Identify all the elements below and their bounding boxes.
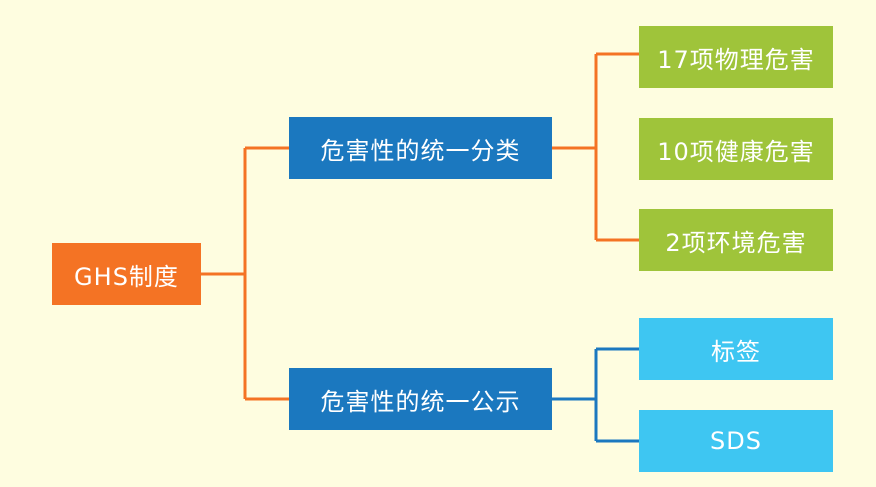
- leaf-node-health-hazards: 10项健康危害: [639, 118, 833, 180]
- leaf-node-label-item: 标签: [639, 318, 833, 380]
- leaf-node-environmental-hazards: 2项环境危害: [639, 209, 833, 271]
- branch-node-communication: 危害性的统一公示: [289, 368, 552, 430]
- branch-node-label: 危害性的统一公示: [320, 387, 521, 416]
- branch-node-classification: 危害性的统一分类: [289, 117, 552, 179]
- leaf-node-sds: SDS: [639, 410, 833, 472]
- branch-2-connector: [552, 347, 639, 443]
- leaf-node-label: SDS: [710, 427, 762, 455]
- branch-node-label: 危害性的统一分类: [320, 136, 521, 165]
- leaf-node-label: 10项健康危害: [657, 137, 815, 166]
- branch-1-connector: [552, 52, 639, 242]
- leaf-node-physical-hazards: 17项物理危害: [639, 26, 833, 88]
- root-node-label: GHS制度: [74, 262, 179, 291]
- leaf-node-label: 17项物理危害: [657, 45, 815, 74]
- leaf-node-label: 2项环境危害: [665, 228, 807, 257]
- root-connector: [201, 146, 289, 401]
- leaf-node-label: 标签: [711, 337, 761, 366]
- root-node: GHS制度: [52, 243, 201, 305]
